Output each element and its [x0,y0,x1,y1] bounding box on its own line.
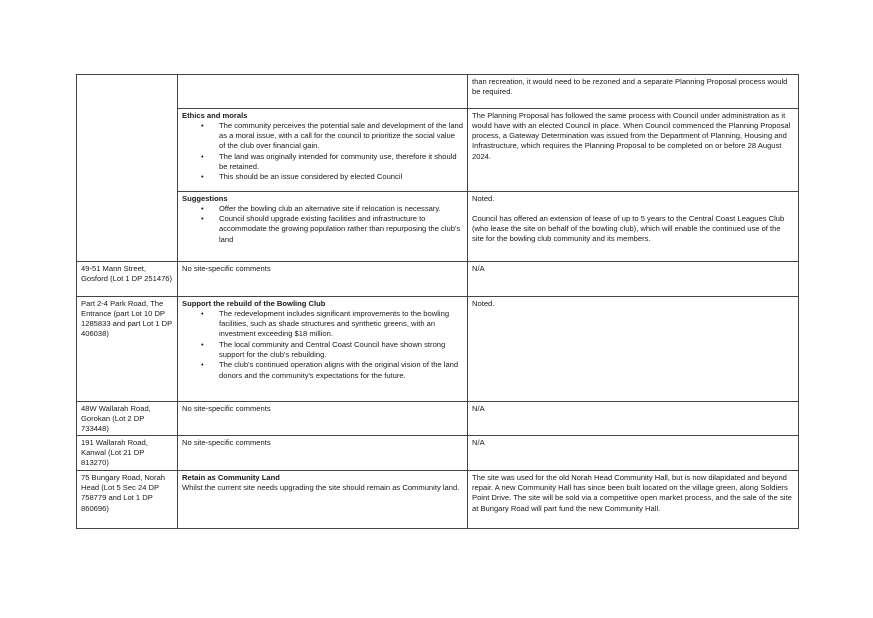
submission-text: No site-specific comments [182,263,271,273]
response-cell: The site was used for the old Norah Head… [467,470,799,530]
submission-heading: Ethics and morals [182,110,248,120]
submission-bullets: The community perceives the potential sa… [182,121,463,183]
site-cell: 75 Bungary Road, Norah Head (Lot 5 Sec 2… [76,470,178,530]
list-item: The land was originally intended for com… [201,152,463,173]
response-cell: N/A [467,435,799,472]
list-item: Council should upgrade existing faciliti… [201,214,463,245]
response-text: N/A [472,437,485,447]
submission-text: No site-specific comments [182,403,271,413]
list-item: Offer the bowling club an alternative si… [201,204,463,215]
response-text: The site was used for the old Norah Head… [472,472,792,513]
list-item: The redevelopment includes significant i… [201,309,463,340]
response-cell: than recreation, it would need to be rez… [467,74,799,109]
response-text: Noted. [472,193,495,203]
submission-bullets: Offer the bowling club an alternative si… [182,204,463,245]
submission-bullets: The redevelopment includes significant i… [182,309,463,381]
submission-cell: No site-specific comments [177,261,468,297]
submission-cell: No site-specific comments [177,435,468,472]
submission-cell: Suggestions Offer the bowling club an al… [177,191,468,262]
submission-heading: Retain as Community Land [182,472,280,482]
table-row: 75 Bungary Road, Norah Head (Lot 5 Sec 2… [76,470,799,530]
response-cell: Noted. [467,296,799,402]
list-item: The local community and Central Coast Co… [201,340,463,361]
list-item: The community perceives the potential sa… [201,121,463,152]
response-text: than recreation, it would need to be rez… [472,76,788,96]
response-cell: N/A [467,400,799,437]
response-text: The Planning Proposal has followed the s… [472,110,791,161]
site-cell [76,74,178,109]
list-item: The club's continued operation aligns wi… [201,360,463,381]
submission-heading: Suggestions [182,193,228,203]
table-row: 191 Wallarah Road, Kanwal (Lot 21 DP 813… [76,435,799,472]
table-row: Suggestions Offer the bowling club an al… [76,191,799,262]
site-cell [76,191,178,262]
response-cell: Noted. Council has offered an extension … [467,191,799,262]
submission-cell [177,74,468,109]
table-row: than recreation, it would need to be rez… [76,74,799,109]
response-text: Noted. [472,298,495,308]
site-cell: 49-51 Mann Street, Gosford (Lot 1 DP 251… [76,261,178,297]
submission-cell: Retain as Community Land Whilst the curr… [177,470,468,530]
response-text: N/A [472,263,485,273]
submissions-table: than recreation, it would need to be rez… [76,74,799,530]
table-row: Ethics and morals The community perceive… [76,108,799,192]
table-row: 48W Wallarah Road, Gorokan (Lot 2 DP 733… [76,400,799,437]
submission-heading: Support the rebuild of the Bowling Club [182,298,326,308]
site-cell: 191 Wallarah Road, Kanwal (Lot 21 DP 813… [76,435,178,472]
response-cell: N/A [467,261,799,297]
submission-text: No site-specific comments [182,437,271,447]
table-row: 49-51 Mann Street, Gosford (Lot 1 DP 251… [76,261,799,297]
submission-cell: No site-specific comments [177,400,468,437]
site-cell: Part 2-4 Park Road, The Entrance (part L… [76,296,178,402]
table-row: Part 2-4 Park Road, The Entrance (part L… [76,296,799,402]
submission-cell: Ethics and morals The community perceive… [177,108,468,192]
site-cell: 48W Wallarah Road, Gorokan (Lot 2 DP 733… [76,400,178,437]
response-cell: The Planning Proposal has followed the s… [467,108,799,192]
response-text: Council has offered an extension of leas… [472,213,785,244]
site-cell [76,108,178,192]
list-item: This should be an issue considered by el… [201,172,463,183]
submission-text: Whilst the current site needs upgrading … [182,483,460,493]
response-text: N/A [472,403,485,413]
submission-cell: Support the rebuild of the Bowling Club … [177,296,468,402]
